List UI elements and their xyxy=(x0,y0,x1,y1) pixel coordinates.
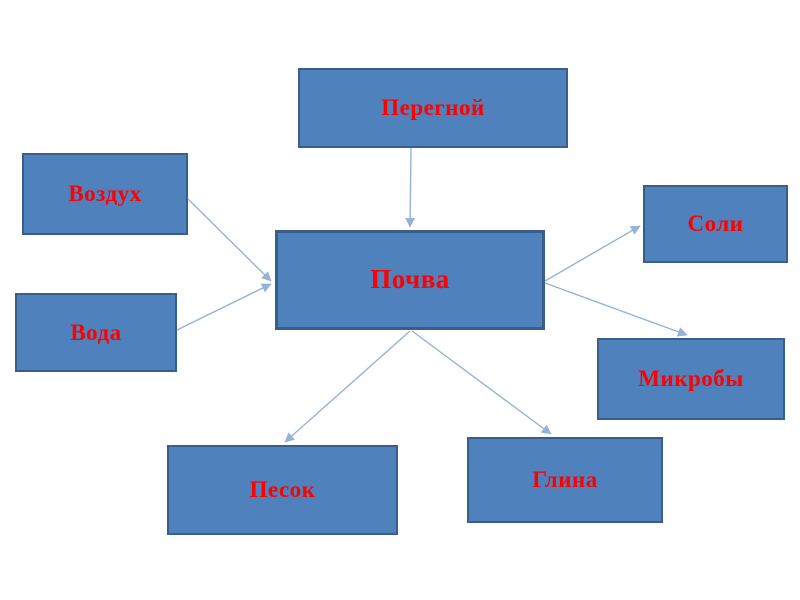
node-peregnoy-label: Перегной xyxy=(381,95,485,121)
edge-pochva-glina xyxy=(411,330,552,435)
node-glina-label: Глина xyxy=(532,467,598,493)
node-vozduh-label: Воздух xyxy=(68,181,142,207)
edge-pochva-pesok xyxy=(284,330,411,443)
node-pesok: Песок xyxy=(167,445,398,535)
node-peregnoy: Перегной xyxy=(298,68,568,148)
node-mikroby: Микробы xyxy=(597,338,785,420)
node-pesok-label: Песок xyxy=(249,477,316,503)
node-voda-label: Вода xyxy=(70,319,122,345)
node-vozduh: Воздух xyxy=(22,153,188,235)
node-glina: Глина xyxy=(467,437,663,523)
node-pochva: Почва xyxy=(275,230,545,330)
node-soli: Соли xyxy=(643,185,788,263)
node-pochva-label: Почва xyxy=(370,264,450,295)
edge-pochva-soli xyxy=(544,225,641,282)
edge-vozduh-pochva xyxy=(187,198,272,282)
edge-pochva-mikroby xyxy=(544,282,688,337)
node-mikroby-label: Микробы xyxy=(638,366,744,392)
edge-peregnoy-pochva xyxy=(405,147,416,228)
node-voda: Вода xyxy=(15,293,177,372)
edge-voda-pochva xyxy=(176,283,272,331)
node-soli-label: Соли xyxy=(687,211,744,237)
